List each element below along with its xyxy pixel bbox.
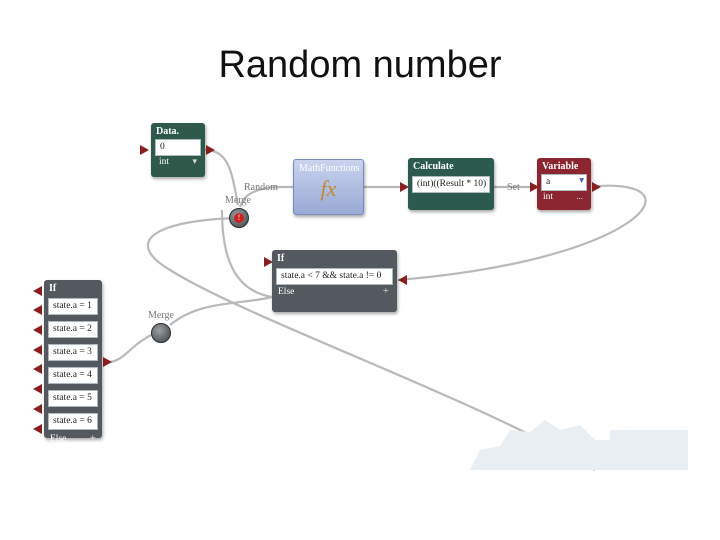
data-node[interactable]: Data. 0 int ▾ [151,123,205,177]
add-icon[interactable]: + [89,432,96,444]
if-left-output-port-2[interactable] [33,325,42,335]
variable-more-label[interactable]: ... [576,191,583,201]
variable-node[interactable]: Variable a ▾ int ... [537,158,591,210]
if-left-output-port-5[interactable] [33,384,42,394]
merge-top-label: Merge [225,195,251,206]
if-left-condition-1[interactable]: state.a = 1 [48,298,98,315]
data-node-title: Data. [156,126,180,137]
add-icon[interactable]: + [382,285,389,297]
if-left-node[interactable]: If state.a = 1 state.a = 2 state.a = 3 s… [44,280,102,444]
if-left-output-port-3[interactable] [33,345,42,355]
if-left-condition-6[interactable]: state.a = 6 [48,413,98,430]
if-left-else-label: Else [50,434,67,444]
if-left-output-port-title[interactable] [33,286,42,296]
if-left-title: If [49,283,57,294]
function-fx-icon: fx [320,176,337,201]
data-value-field[interactable]: 0 [155,139,201,156]
mathfunctions-node[interactable]: MathFunctions fx [293,159,364,215]
if-middle-condition-field[interactable]: state.a < 7 && state.a != 0 [276,268,393,285]
slide-title: Random number [218,44,502,86]
mathfunctions-title: MathFunctions [299,163,360,174]
chevron-down-icon[interactable]: ▾ [579,176,584,186]
if-left-condition-5[interactable]: state.a = 5 [48,390,98,407]
calculate-input-port[interactable] [400,182,409,192]
random-label: Random [244,182,278,193]
data-type-label: int [159,157,170,167]
variable-name-value: a [546,177,551,187]
merge-mid-label: Merge [148,310,174,321]
data-output-port[interactable] [206,145,215,155]
if-left-output-port-4[interactable] [33,364,42,374]
calculate-title: Calculate [413,161,454,172]
alert-icon: ! [234,213,244,223]
if-left-condition-2[interactable]: state.a = 2 [48,321,98,338]
if-left-output-port-6[interactable] [33,404,42,414]
variable-type-label: int [543,192,554,202]
variable-input-port[interactable] [530,182,539,192]
if-middle-input-port[interactable] [264,257,273,267]
if-left-output-port-else[interactable] [33,424,42,434]
chevron-down-icon[interactable]: ▾ [192,156,197,166]
if-middle-node[interactable]: If state.a < 7 && state.a != 0 Else + [272,250,397,312]
if-middle-title: If [277,253,285,264]
data-input-port[interactable] [140,145,149,155]
if-left-input-port[interactable] [103,357,112,367]
set-label: Set [507,182,520,193]
if-left-condition-4[interactable]: state.a = 4 [48,367,98,384]
variable-name-field[interactable]: a ▾ [541,174,587,191]
calculate-node[interactable]: Calculate (int)((Result * 10) [408,158,494,210]
merge-mid-node[interactable] [151,323,171,343]
if-middle-else-label: Else [278,287,295,297]
if-left-condition-3[interactable]: state.a = 3 [48,344,98,361]
calculate-expression-field[interactable]: (int)((Result * 10) [412,176,490,193]
merge-top-node[interactable]: ! [229,208,249,228]
variable-output-port[interactable] [592,182,601,192]
if-left-output-port-1[interactable] [33,305,42,315]
if-middle-condition-port[interactable] [398,275,407,285]
variable-title: Variable [542,161,579,172]
